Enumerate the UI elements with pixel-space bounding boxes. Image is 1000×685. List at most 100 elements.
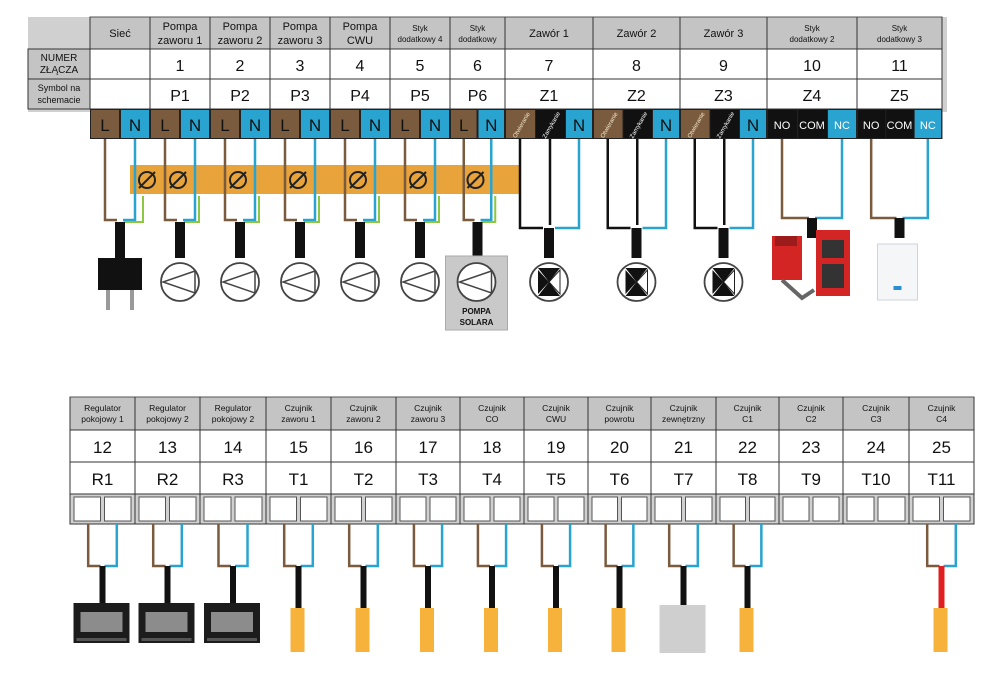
terminal-l <box>391 110 419 138</box>
schematic-symbol: P6 <box>468 88 488 105</box>
connector-number: 19 <box>547 438 566 457</box>
column-header: zaworu 2 <box>346 414 381 424</box>
column-header: Czujnik <box>928 403 957 413</box>
terminal-n <box>241 110 269 138</box>
temperature-sensor-icon <box>739 608 754 652</box>
top-header-row <box>89 16 943 50</box>
fuse-icon <box>169 171 187 189</box>
sensor-wire <box>732 524 746 568</box>
terminal-n <box>301 110 329 138</box>
terminal-box <box>269 496 297 522</box>
terminal-n <box>478 110 504 138</box>
terminal-label: L <box>100 116 109 135</box>
terminal-box <box>169 496 197 522</box>
terminal-label: N <box>573 116 585 135</box>
connector-number: 13 <box>158 438 177 457</box>
open-wire <box>693 139 718 230</box>
column-header: C4 <box>936 414 947 424</box>
terminal-no <box>858 110 886 138</box>
connector-number: 15 <box>289 438 308 457</box>
terminal-label: N <box>660 116 672 135</box>
valve-icon <box>538 282 560 296</box>
terminal-label: NO <box>863 120 880 132</box>
fuse-icon <box>409 171 427 189</box>
terminal-close <box>536 110 565 138</box>
terminal-label: N <box>309 116 321 135</box>
cable <box>616 566 623 610</box>
pump-icon <box>220 269 256 295</box>
sensor-wire <box>558 524 572 568</box>
column-header: Czujnik <box>734 403 763 413</box>
cable <box>115 222 125 258</box>
contact-wire <box>869 139 897 220</box>
contact-wire <box>815 139 844 220</box>
terminal-box <box>73 496 101 522</box>
schematic-symbol: P5 <box>410 88 430 105</box>
cable <box>553 566 559 610</box>
terminal-box <box>719 496 746 522</box>
earth-wire <box>424 196 440 223</box>
number-row-label: ZŁĄCZA <box>40 65 79 76</box>
neutral-wire <box>480 139 493 222</box>
connector-number: 16 <box>354 438 373 457</box>
pump-icon <box>340 269 376 295</box>
valve-icon <box>548 268 561 296</box>
schematic-symbol: T8 <box>738 470 758 489</box>
terminal-l <box>211 110 239 138</box>
connector-number: 2 <box>236 58 245 75</box>
temperature-sensor-icon <box>611 608 626 652</box>
terminal-label: NC <box>834 120 850 132</box>
live-wire <box>103 139 117 222</box>
terminal-box <box>300 496 328 522</box>
valve-icon <box>712 282 735 296</box>
cable <box>807 218 817 238</box>
cable <box>295 566 302 610</box>
temperature-sensor-icon <box>290 608 305 652</box>
outdoor-sensor-icon <box>659 605 706 653</box>
sensor-wire <box>749 524 763 568</box>
schematic-symbol: R1 <box>92 470 114 489</box>
terminal-label: L <box>220 116 229 135</box>
schematic-symbol: T3 <box>418 470 438 489</box>
fuse-icon <box>289 171 307 189</box>
column-header: zaworu 1 <box>158 35 203 47</box>
live-wire <box>163 139 177 222</box>
connector-number: 5 <box>416 58 425 75</box>
room-regulator-icon <box>141 638 192 641</box>
terminal-close <box>623 110 652 138</box>
column-header: Czujnik <box>350 403 379 413</box>
sensor-wire <box>412 524 426 568</box>
boiler-icon <box>775 236 797 246</box>
symbol-row-label: schemacie <box>37 95 80 105</box>
room-regulator-icon <box>76 638 127 641</box>
column-header: pokojowy 1 <box>81 414 124 424</box>
symbol-row-label: Symbol na <box>38 83 81 93</box>
terminal-box <box>138 496 166 522</box>
column-header: zaworu 2 <box>218 35 263 47</box>
solar-pump-label: POMPA <box>462 307 491 316</box>
terminal-l <box>451 110 477 138</box>
terminal-box <box>654 496 682 522</box>
connector-number: 6 <box>473 58 482 75</box>
terminal-no <box>768 110 797 138</box>
column-header: Styk <box>804 24 821 33</box>
column-header: Regulator <box>84 403 121 413</box>
neutral-wire <box>423 139 437 222</box>
column-header: Czujnik <box>862 403 891 413</box>
neutral-wire <box>123 139 137 222</box>
column-header: C1 <box>742 414 753 424</box>
column-header: Pompa <box>163 21 199 33</box>
fuse-strip <box>130 165 520 194</box>
schematic-symbol: P4 <box>350 88 370 105</box>
column-header: Czujnik <box>797 403 826 413</box>
sensor-wire <box>86 524 101 568</box>
terminal-label: N <box>129 116 141 135</box>
terminal-box <box>234 496 263 522</box>
column-header: CWU <box>546 414 566 424</box>
schematic-symbol: Z2 <box>627 88 646 105</box>
cable <box>631 228 642 258</box>
earth-wire <box>244 196 260 223</box>
schematic-symbol: T11 <box>927 470 955 489</box>
connector-number: 25 <box>932 438 951 457</box>
valve-icon <box>625 270 637 294</box>
